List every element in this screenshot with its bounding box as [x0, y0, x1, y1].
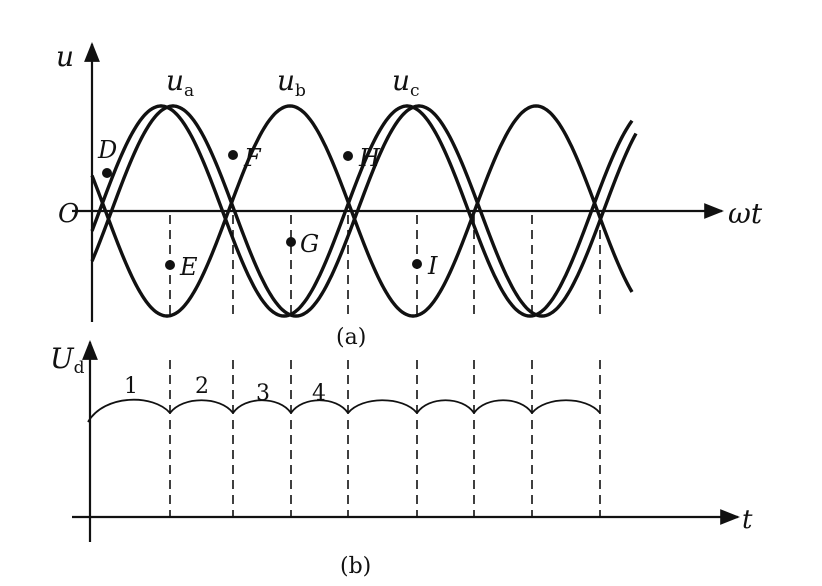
- panel-a-dashed-lines: [169, 215, 601, 320]
- panel-b-x-axis-label: t: [742, 505, 753, 535]
- panel-a: u ωt O ua ub uc D E F G H I (a): [56, 40, 763, 350]
- panel-a-caption: (a): [336, 325, 366, 350]
- segment-label-4: 4: [312, 381, 326, 406]
- curve-uc: [90, 104, 634, 318]
- curve-uc-label: uc: [392, 64, 420, 101]
- curve-ua: [90, 104, 638, 318]
- curve-ua-label: ua: [166, 64, 194, 101]
- curve-ub: [90, 104, 634, 318]
- point-i-label: I: [427, 252, 438, 280]
- ud-rectified-waveform: [87, 398, 601, 423]
- point-h-dot: [343, 151, 353, 161]
- point-d-dot: [102, 168, 112, 178]
- point-e-dot: [165, 260, 175, 270]
- point-i-dot: [412, 259, 422, 269]
- panel-b-caption: (b): [340, 554, 371, 579]
- panel-a-x-axis-label: ωt: [728, 197, 763, 230]
- curve-ub-label: ub: [277, 64, 306, 101]
- panel-b-dashed-lines: [169, 360, 601, 517]
- point-h-label: H: [358, 144, 381, 172]
- segment-label-3: 3: [256, 381, 270, 406]
- point-d-label: D: [97, 136, 117, 164]
- point-f-label: F: [243, 144, 262, 172]
- panel-b-y-axis-label: Ud: [50, 342, 85, 378]
- panel-b: Ud t 1 2 3 4 (b): [50, 340, 753, 579]
- point-g-dot: [286, 237, 296, 247]
- panel-a-y-axis-label: u: [56, 40, 74, 73]
- point-g-label: G: [300, 230, 319, 258]
- segment-label-1: 1: [124, 374, 138, 399]
- point-e-label: E: [179, 253, 198, 281]
- origin-label: O: [58, 199, 79, 229]
- segment-label-2: 2: [195, 374, 209, 399]
- point-f-dot: [228, 150, 238, 160]
